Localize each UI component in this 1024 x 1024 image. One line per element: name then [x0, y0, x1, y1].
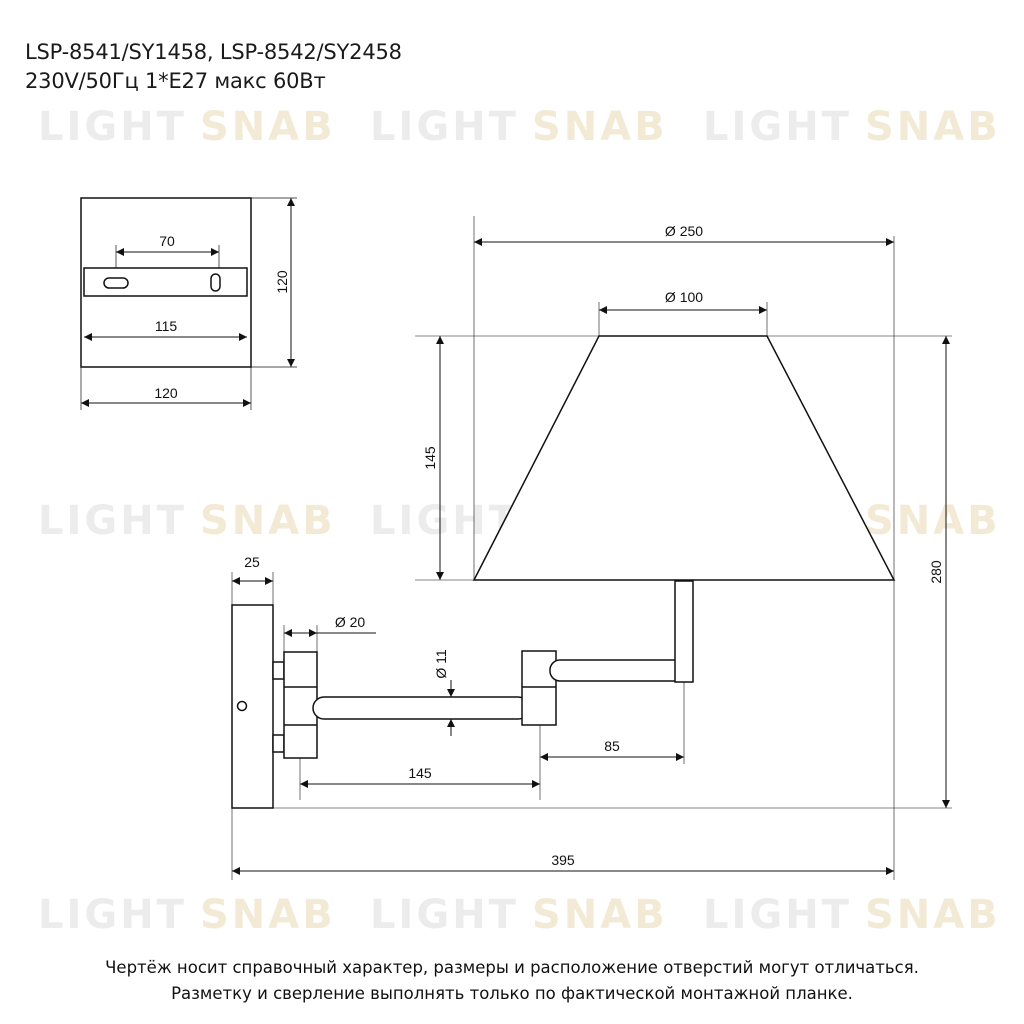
disclaimer-line-1: Чертёж носит справочный характер, размер…: [105, 958, 919, 977]
plate-dimension-lines: [80, 197, 297, 410]
dim-shade-height: 145: [422, 446, 438, 470]
mounting-plate-view: [80, 197, 252, 368]
dim-plate-slot-width: 115: [155, 318, 178, 334]
watermark-light: LIGHT: [370, 104, 519, 150]
base-screw-hole: [236, 700, 248, 712]
dim-shade-bottom-diameter: Ø 250: [665, 223, 703, 239]
swing-arm: [312, 696, 530, 720]
watermark-snab: SNAB: [200, 498, 336, 544]
swivel-joint: [283, 651, 318, 759]
watermark-snab: SNAB: [865, 498, 1001, 544]
lamp-side-view: [231, 335, 896, 809]
dim-base-depth: 25: [244, 554, 260, 570]
lamp-stem: [674, 580, 694, 683]
watermark-light: LIGHT: [38, 498, 187, 544]
dim-arm-length: 145: [408, 765, 432, 781]
dim-elbow-reach: 85: [604, 738, 620, 754]
hinge-tab: [272, 661, 285, 680]
hinge-tab: [272, 734, 285, 753]
lamp-dimension-lines: [231, 216, 952, 880]
watermark-snab: SNAB: [200, 104, 336, 150]
watermark-light: LIGHT: [703, 892, 852, 938]
watermark-light: LIGHT: [38, 892, 187, 938]
watermark-light: LIGHT: [703, 104, 852, 150]
watermark-light: LIGHT: [38, 104, 187, 150]
dim-shade-top-diameter: Ø 100: [665, 289, 703, 305]
watermark-snab: SNAB: [532, 104, 668, 150]
dim-plate-width: 120: [154, 385, 178, 401]
dim-total-height: 280: [928, 560, 944, 584]
dim-arm-diameter: Ø 11: [433, 649, 449, 679]
watermark-layer: LIGHT SNAB LIGHT SNAB LIGHT SNAB LIGHT S…: [38, 104, 1001, 938]
dim-plate-hole-spacing: 70: [159, 233, 175, 249]
electrical-specs: 230V/50Гц 1*E27 макс 60Вт: [25, 69, 326, 93]
bracket-slot-hole: [103, 277, 129, 289]
lamp-shade: [472, 335, 896, 581]
watermark-light: LIGHT: [370, 892, 519, 938]
watermark-snab: SNAB: [200, 892, 336, 938]
dim-total-length: 395: [551, 852, 575, 868]
upper-arm: [549, 659, 689, 682]
mounting-plate-outline: [80, 197, 252, 368]
watermark-snab: SNAB: [865, 104, 1001, 150]
bracket-round-hole: [210, 273, 221, 292]
elbow-joint: [521, 650, 557, 726]
disclaimer-line-2: Разметку и сверление выполнять только по…: [171, 984, 853, 1003]
watermark-snab: SNAB: [865, 892, 1001, 938]
watermark-snab: SNAB: [532, 892, 668, 938]
dim-plate-height: 120: [274, 270, 290, 294]
model-numbers: LSP-8541/SY1458, LSP-8542/SY2458: [25, 40, 402, 64]
mounting-bracket: [83, 267, 248, 297]
dim-joint-diameter: Ø 20: [335, 614, 366, 630]
